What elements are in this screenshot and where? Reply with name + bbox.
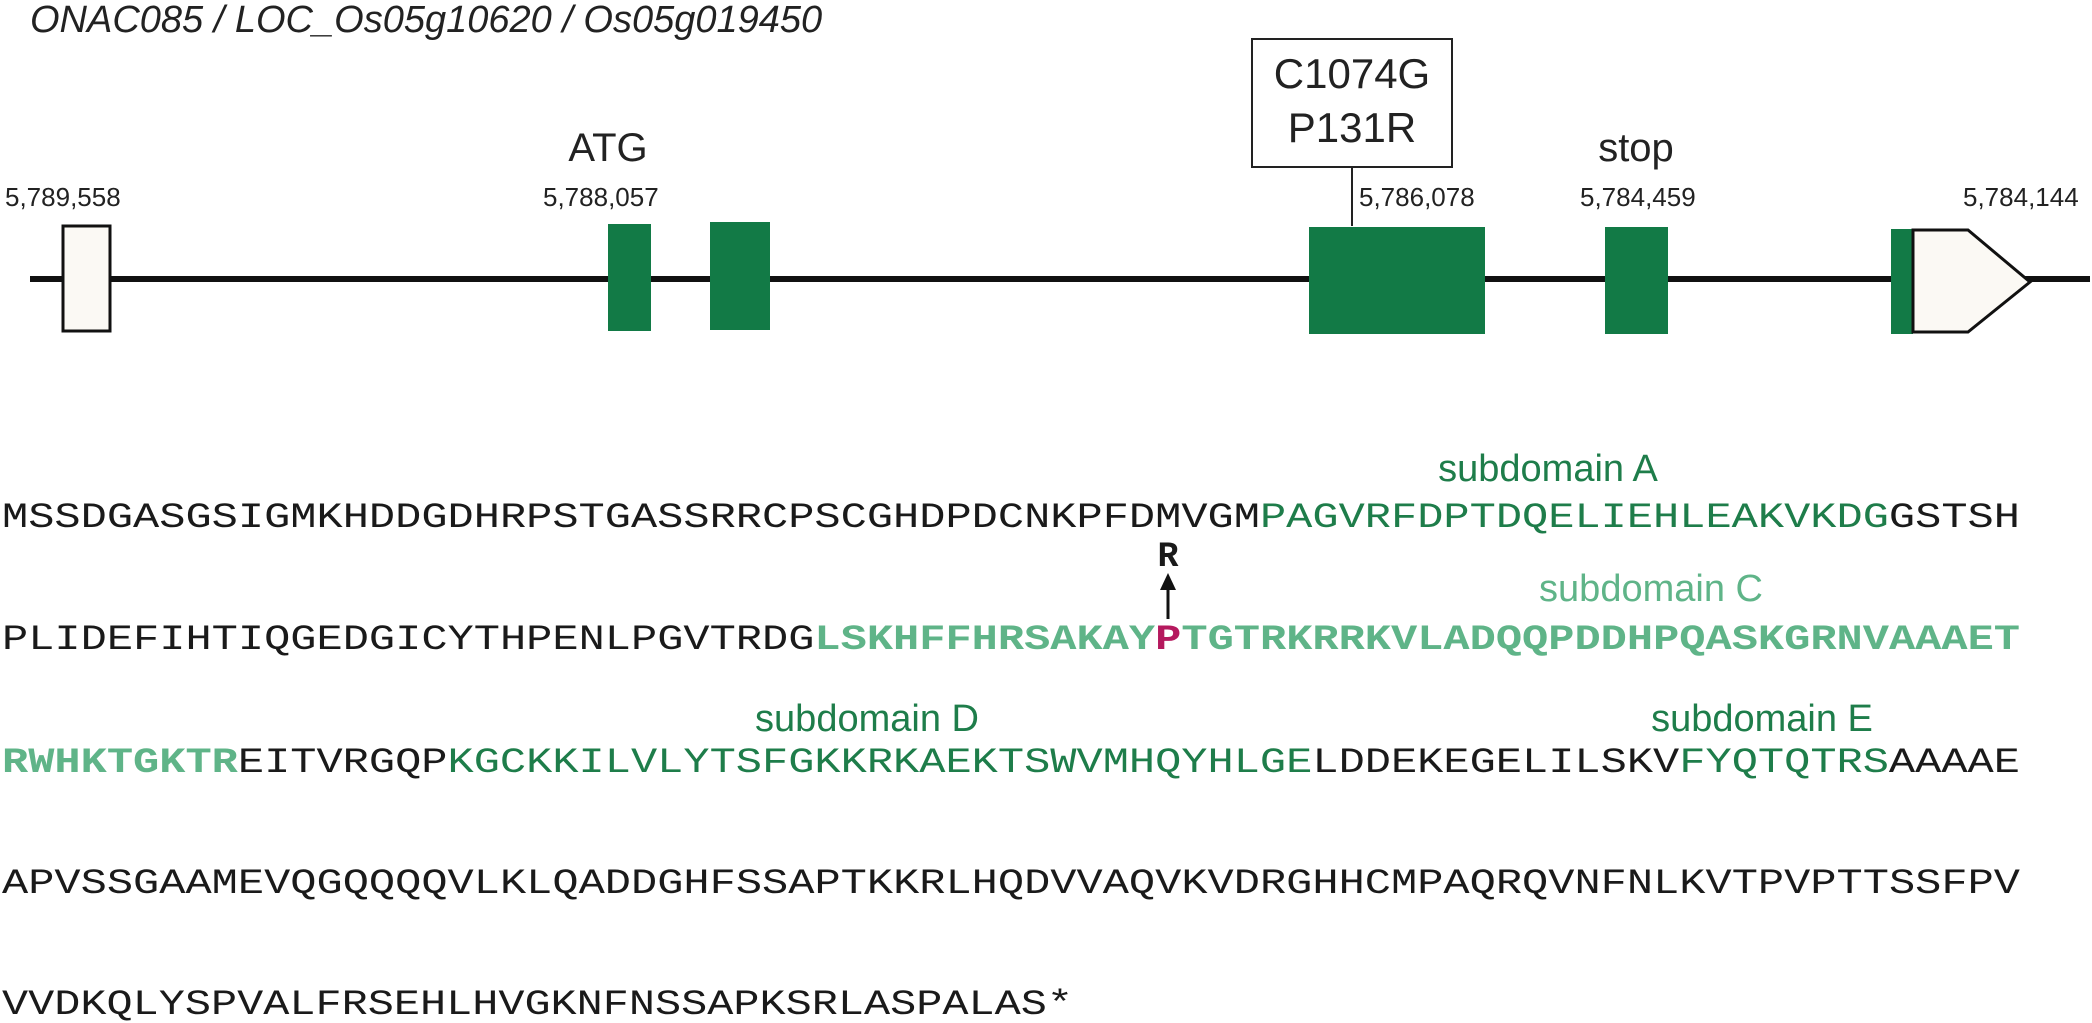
subdomain-a-label: subdomain A: [1438, 448, 1658, 490]
mutation-box-line2: P131R: [1288, 104, 1416, 151]
seq-3-subdomain-e: FYQTQTRS: [1679, 743, 1889, 783]
utr-5prime: [61, 224, 112, 333]
coord-start: 5,789,558: [5, 182, 121, 212]
seq-2-plain: PLIDEFIHTIQGEDGICYTHPENLPGVTRDG: [2, 620, 814, 660]
mutation-box-line1: C1074G: [1274, 50, 1430, 97]
gene-title: ONAC085 / LOC_Os05g10620 / Os05g019450: [30, 0, 822, 41]
coord-end: 5,784,144: [1963, 182, 2079, 212]
sequence-line-1: MSSDGASGSIGMKHDDGDHRPSTGASSRRCPSCGHDPDCN…: [2, 498, 2020, 538]
mutation-arrow-head: [1160, 573, 1176, 590]
coord-stop: 5,784,459: [1580, 182, 1696, 212]
seq-3-plain-a: EITVRGQP: [238, 743, 448, 783]
utr-3prime-arrow: [1911, 228, 2033, 334]
seq-3-plain-b: LDDEKEGELILSKV: [1312, 743, 1679, 783]
subdomain-e-label: subdomain E: [1651, 698, 1873, 740]
mutation-box: [1251, 38, 1453, 168]
seq-3-plain-c: AAAAE: [1889, 743, 2020, 783]
stop-label: stop: [1598, 126, 1674, 170]
seq-2-subdomain-c-b: TGTRKRRKVLADQQPDDHPQASKGRNVAAAET: [1181, 620, 2020, 660]
coord-atg: 5,788,057: [543, 182, 659, 212]
exon-2: [710, 222, 770, 330]
sequence-line-5: VVDKQLYSPVALFRSEHLHVGKNFNSSAPKSRLASPALAS…: [2, 985, 1073, 1023]
seq-1-subdomain-a: PAGVRFDPTDQELIEHLEAKVKDG: [1260, 498, 1889, 538]
exon-4: [1605, 227, 1668, 334]
exon-3: [1309, 227, 1485, 334]
seq-1-plain-b: GSTSH: [1889, 498, 2020, 538]
seq-3-subdomain-d: KGCKKILVLYTSFGKKRKAEKTSWVMHQYHLGE: [448, 743, 1313, 783]
sequence-line-4: APVSSGAAMEVQGQQQQVLKLQADDGHFSSAPTKKRLHQD…: [2, 864, 2020, 904]
coord-mutation: 5,786,078: [1359, 182, 1475, 212]
seq-2-mutation-ref: P: [1155, 620, 1181, 660]
seq-1-plain-a: MSSDGASGSIGMKHDDGDHRPSTGASSRRCPSCGHDPDCN…: [2, 498, 1260, 538]
exon-1: [608, 224, 651, 331]
exon-5: [1891, 229, 1913, 334]
seq-3-subdomain-c: RWHKTGKTR: [2, 743, 238, 783]
subdomain-c-label: subdomain C: [1539, 568, 1763, 610]
seq-2-subdomain-c-a: LSKHFFHRSAKAY: [814, 620, 1155, 660]
mutation-alt-residue: R: [1157, 537, 1178, 577]
atg-label: ATG: [568, 126, 647, 170]
subdomain-d-label: subdomain D: [755, 698, 979, 740]
